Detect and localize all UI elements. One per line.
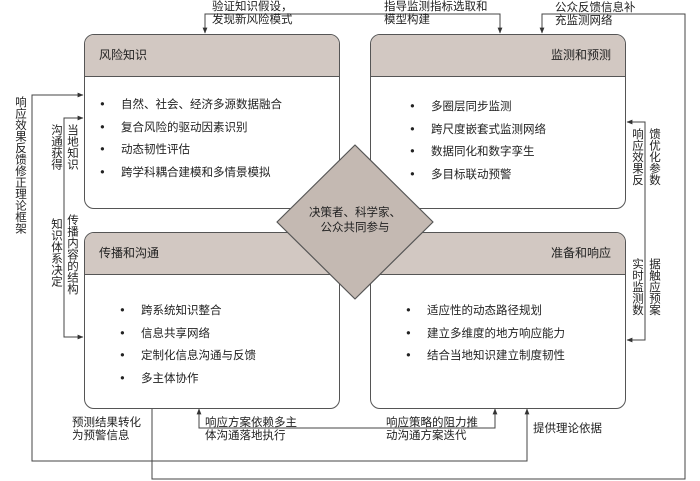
list-item: 动态韧性评估 xyxy=(99,138,282,161)
list-item: 定制化信息沟通与反馈 xyxy=(119,344,256,367)
list-item: 跨尺度嵌套式监测网络 xyxy=(409,118,546,141)
response-title: 准备和响应 xyxy=(371,233,625,275)
list-item: 跨系统知识整合 xyxy=(119,299,256,322)
communication-list: 跨系统知识整合 信息共享网络 定制化信息沟通与反馈 多主体协作 xyxy=(119,299,256,389)
list-item: 数据同化和数字孪生 xyxy=(409,140,546,163)
theory-label: 提供理论依据 xyxy=(533,421,602,435)
right-a2-label: 馈优化参数 xyxy=(648,128,662,186)
public-feedback-arrow xyxy=(151,13,686,480)
right-bottom-arrow xyxy=(626,200,646,343)
resist-arrow xyxy=(300,408,498,429)
verify-label: 验证知识假设，发现新风险模式 xyxy=(212,0,293,26)
risk-knowledge-title: 风险知识 xyxy=(85,35,339,77)
theory-arrow xyxy=(300,408,530,462)
list-item: 多主体协作 xyxy=(119,367,256,390)
left-b1-label: 知识体系决定 xyxy=(50,218,64,287)
risk-knowledge-box: 风险知识 自然、社会、经济多源数据融合 复合风险的驱动因素识别 动态韧性评估 跨… xyxy=(84,34,340,209)
left-b2-label: 传播内容的结构 xyxy=(66,214,80,295)
left-a1-label: 沟通获得 xyxy=(50,124,64,170)
guide-arrow xyxy=(300,13,503,34)
forecast-label: 预测结果转化为预警信息 xyxy=(72,415,141,442)
center-label: 决策者、科学家、 公众共同参与 xyxy=(309,205,401,234)
right-b1-label: 实时监测数 xyxy=(631,258,645,316)
monitoring-title: 监测和预测 xyxy=(371,35,625,77)
list-item: 自然、社会、经济多源数据融合 xyxy=(99,93,282,116)
monitoring-list: 多圈层同步监测 跨尺度嵌套式监测网络 数据同化和数字孪生 多目标联动预警 xyxy=(409,95,546,185)
left-a2-label: 当地知识 xyxy=(66,124,80,170)
risk-knowledge-list: 自然、社会、经济多源数据融合 复合风险的驱动因素识别 动态韧性评估 跨学科耦合建… xyxy=(99,93,282,183)
list-item: 适应性的动态路径规划 xyxy=(405,299,565,322)
public-feedback-label: 公众反馈信息补充监测网络 xyxy=(555,0,636,27)
resist-label: 响应策略的阻力推动沟通方案迭代 xyxy=(386,415,478,442)
list-item: 建立多维度的地方响应能力 xyxy=(405,322,565,345)
outer-left-label: 响应效果反馈修正理论框架 xyxy=(14,96,28,234)
response-box: 准备和响应 适应性的动态路径规划 建立多维度的地方响应能力 结合当地知识建立制度… xyxy=(370,232,626,409)
list-item: 多圈层同步监测 xyxy=(409,95,546,118)
right-b2-label: 据触应预案 xyxy=(648,258,662,316)
communication-box: 传播和沟通 跨系统知识整合 信息共享网络 定制化信息沟通与反馈 多主体协作 xyxy=(84,232,340,409)
list-item: 跨学科耦合建模和多情景模拟 xyxy=(99,161,282,184)
outer-left-arrow xyxy=(31,92,527,462)
plan-label: 响应方案依赖多主体沟通落地执行 xyxy=(205,415,297,442)
left-bottom-arrow xyxy=(63,200,84,340)
list-item: 信息共享网络 xyxy=(119,322,256,345)
list-item: 复合风险的驱动因素识别 xyxy=(99,116,282,139)
list-item: 多目标联动预警 xyxy=(409,163,546,186)
monitoring-box: 监测和预测 多圈层同步监测 跨尺度嵌套式监测网络 数据同化和数字孪生 多目标联动… xyxy=(370,34,626,209)
guide-label: 指导监测指标选取和模型构建 xyxy=(384,0,488,26)
response-list: 适应性的动态路径规划 建立多维度的地方响应能力 结合当地知识建立制度韧性 xyxy=(405,299,565,367)
list-item: 结合当地知识建立制度韧性 xyxy=(405,344,565,367)
right-a1-label: 响应效果反 xyxy=(631,128,645,186)
